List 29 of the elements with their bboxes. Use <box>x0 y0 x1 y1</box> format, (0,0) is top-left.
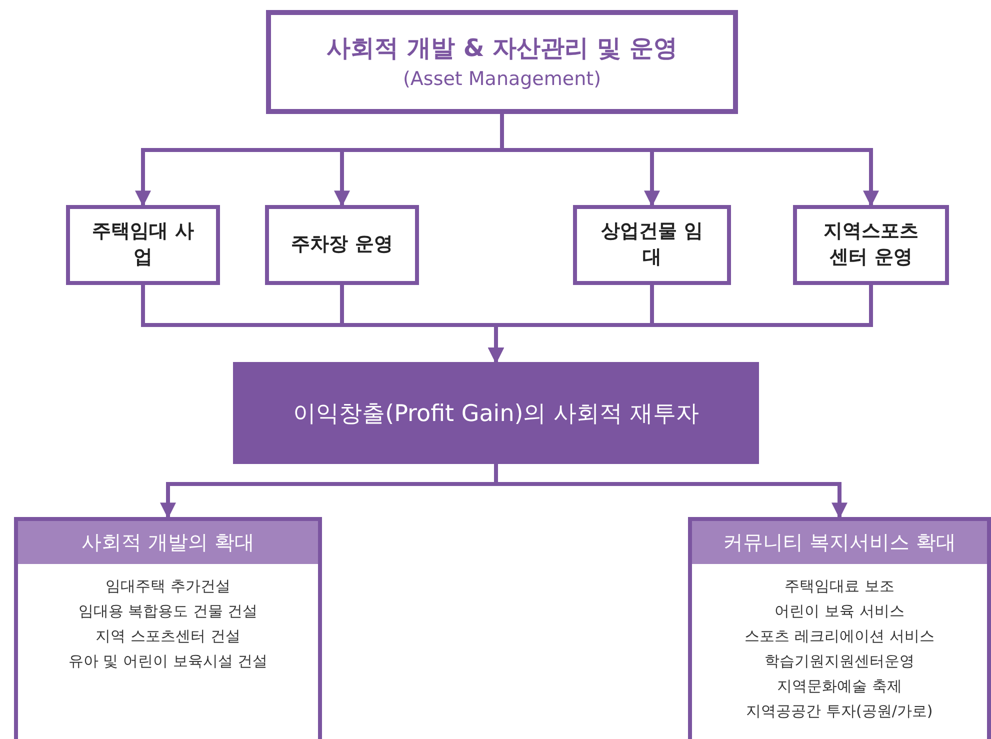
outcome-panel <box>14 517 322 739</box>
outcome-panel <box>688 517 991 739</box>
subheading: (Asset Management) <box>403 66 601 92</box>
process-box <box>265 205 419 285</box>
box-label: 지역스포츠 센터 운영 <box>822 219 920 270</box>
panel-header: 사회적 개발의 확대 <box>18 521 318 564</box>
list-item: 임대주택 추가건설 <box>106 576 230 597</box>
panel-header: 커뮤니티 복지서비스 확대 <box>692 521 987 564</box>
box-label: 상업건물 임대 <box>600 219 704 270</box>
process-box <box>573 205 731 285</box>
title-box <box>266 10 738 114</box>
list-item: 지역문화예술 축제 <box>777 676 902 697</box>
box-label: 주택임대 사업 <box>91 219 195 270</box>
reinvestment-box <box>233 362 759 464</box>
box-label: 이익창출(Profit Gain)의 사회적 재투자 <box>293 400 699 428</box>
heading: 사회적 개발 & 자산관리 및 운영 <box>326 32 678 64</box>
process-box <box>793 205 949 285</box>
arrow <box>494 464 848 519</box>
list-item: 스포츠 레크리에이션 서비스 <box>744 626 934 647</box>
list-item: 주택임대료 보조 <box>784 576 894 597</box>
box-label: 주차장 운영 <box>291 232 393 258</box>
list-item: 임대용 복합용도 건물 건설 <box>78 601 258 622</box>
list-item: 어린이 보육 서비스 <box>774 601 904 622</box>
list-item: 학습기원지원센터운영 <box>764 651 914 672</box>
list-item: 유아 및 어린이 보육시설 건설 <box>68 651 268 672</box>
process-box <box>66 205 220 285</box>
list-item: 지역공공간 투자(공원/가로) <box>746 701 933 722</box>
arrow <box>500 114 879 207</box>
list-item: 지역 스포츠센터 건설 <box>96 626 240 647</box>
